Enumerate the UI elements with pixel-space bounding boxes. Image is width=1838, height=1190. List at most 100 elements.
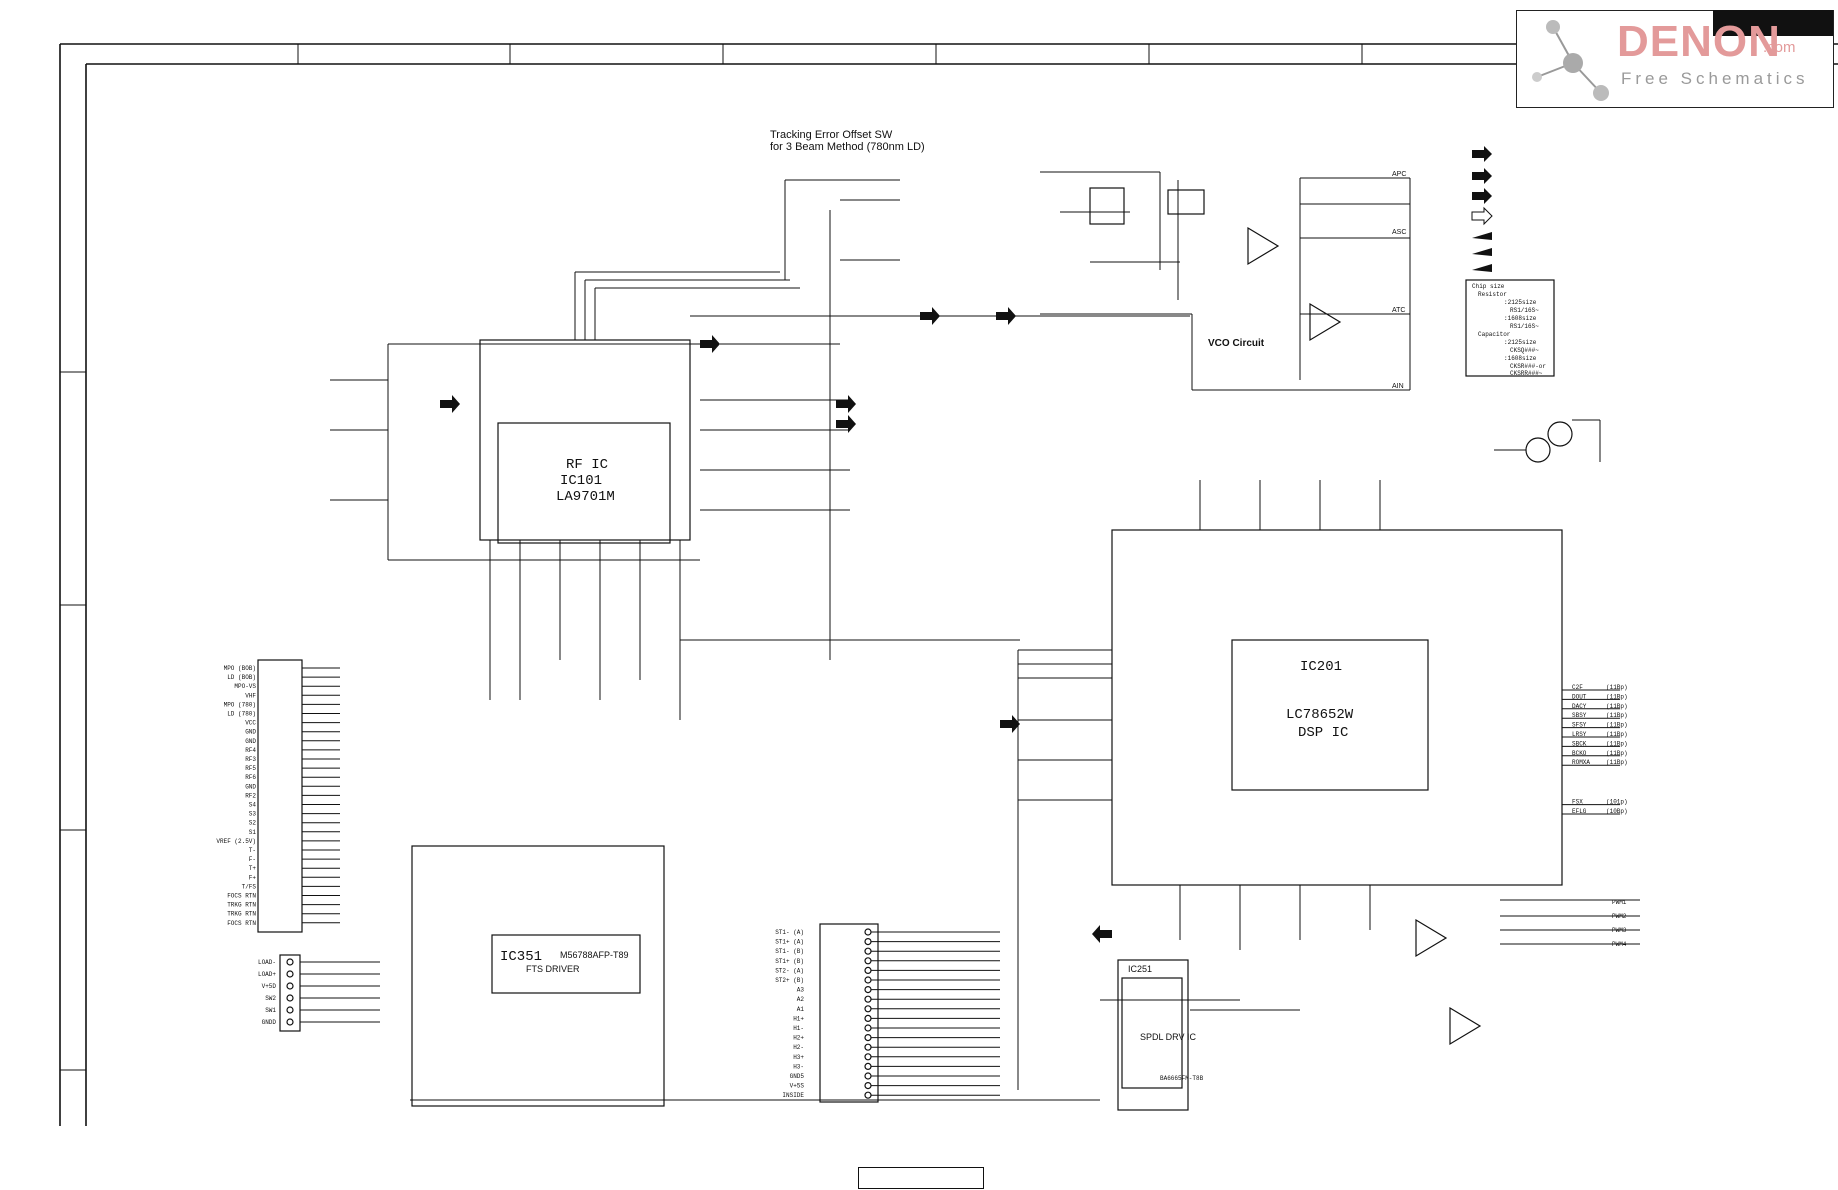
left-connector-pin-label: S4 <box>249 802 257 809</box>
left-connector-pin-label: MPO (BOB) <box>224 665 256 672</box>
right-connector-pin <box>864 985 872 994</box>
right-connector-pin <box>864 1062 872 1071</box>
dsp-ic-name: LC78652W <box>1286 707 1354 723</box>
load-connector-pin <box>286 994 294 1002</box>
dsp-output-note: (11Bp) <box>1606 712 1628 719</box>
dsp-output-note: (11Bp) <box>1606 740 1628 747</box>
dsp-output-label: SBSY <box>1572 712 1587 719</box>
left-connector-pin-label: RF5 <box>245 765 256 772</box>
dsp-output-label: C2F <box>1572 684 1583 691</box>
left-connector-pin-label: LD (780) <box>227 711 256 718</box>
right-connector-pin-label: H2- <box>793 1044 804 1051</box>
right-connector-pin-label: ST2- (A) <box>775 967 804 974</box>
rf-ic-ref: IC101 <box>560 473 602 489</box>
right-connector-pin <box>864 1033 872 1042</box>
dsp-output-note: (11Bp) <box>1606 703 1628 710</box>
page-number-box <box>858 1167 984 1189</box>
left-connector-pin-label: S3 <box>249 811 257 818</box>
left-connector-pin-label: F- <box>249 856 256 863</box>
dsp-output-label: DOUT <box>1572 693 1587 700</box>
apc-label: APC <box>1392 171 1406 178</box>
right-connector-pin <box>864 1053 872 1061</box>
legend-r2: RS1/16S~ <box>1510 307 1539 314</box>
load-connector-pin-label: V+5D <box>262 983 277 990</box>
spdl-ic-name: BA6665FM-T8B <box>1160 1075 1204 1082</box>
left-connector-pin-label: T/FS <box>242 883 257 890</box>
load-connector-pin <box>286 958 294 966</box>
dsp-output-note: (11Bp) <box>1606 722 1628 729</box>
right-connector-pin <box>864 957 872 965</box>
load-connector-pin <box>286 970 294 978</box>
legend-c5: CKSRR###~ <box>1510 370 1543 377</box>
right-connector-pin-label: V+5S <box>790 1083 805 1090</box>
spdl-ic-ref: IC251 <box>1128 964 1152 974</box>
right-connector-pin-label: H3- <box>793 1063 804 1070</box>
right-connector-pin-label: A3 <box>797 987 805 994</box>
left-connector-pin-label: VHF <box>245 692 256 699</box>
sheet-frame <box>59 43 1838 1126</box>
right-connector-pin <box>864 1091 872 1099</box>
load-connector-pin-label: LOAD- <box>258 959 276 966</box>
right-connector-pin <box>864 995 872 1003</box>
legend-r1: :2125size <box>1504 299 1537 306</box>
legend-resistor: Resistor <box>1478 291 1507 298</box>
right-connector: ST1- (A)ST1+ (A)ST1- (B)ST1+ (B)ST2- (A)… <box>775 923 1000 1103</box>
asc-label: ASC <box>1392 229 1406 236</box>
rf-ic-name: LA9701M <box>556 489 615 505</box>
right-connector-pin-label: ST1+ (B) <box>775 958 804 965</box>
vco-title: VCO Circuit <box>1208 338 1265 349</box>
left-connector-pin-label: VCC <box>245 720 256 727</box>
left-connector-pin-label: S2 <box>249 820 257 827</box>
rf-ic-block: RF IC IC101 LA9701M <box>479 339 691 544</box>
dsp-output-label: SBCK <box>1572 740 1587 747</box>
dsp-output-label: LRSY <box>1572 731 1587 738</box>
right-connector-pin-label: ST1+ (A) <box>775 939 804 946</box>
dsp-output-note: (11Bp) <box>1606 684 1628 691</box>
right-connector-pin-label: H1- <box>793 1025 804 1032</box>
left-connector-pin-label: GND <box>245 729 256 736</box>
tracking-title-line1: Tracking Error Offset SW <box>770 129 893 141</box>
legend-c4: CKSR###-or <box>1510 363 1546 370</box>
dsp-ic-block: IC201 LC78652W DSP IC <box>1111 529 1563 886</box>
dsp-output-label: DACY <box>1572 703 1587 710</box>
right-connector-pin <box>864 1072 872 1080</box>
legend-r3: :1608size <box>1504 315 1537 322</box>
right-connector-pin-label: H2+ <box>793 1035 804 1042</box>
logo-black-tab <box>1713 10 1833 36</box>
dsp-output-note: (11Bp) <box>1606 750 1628 757</box>
ain-label: AIN <box>1392 383 1404 390</box>
right-connector-pin <box>864 947 872 955</box>
fts-ic-name: M56788AFP-T89 <box>560 950 629 960</box>
right-connector-pin-label: A1 <box>797 1006 805 1013</box>
left-connector-pin-label: RF6 <box>245 774 256 781</box>
dsp-output-label: BCKO <box>1572 750 1587 757</box>
dsp-output-label: FSX <box>1572 799 1583 806</box>
spdl-ic-type: SPDL DRV IC <box>1140 1032 1197 1042</box>
right-connector-pin-label: ST1- (B) <box>775 948 804 955</box>
rf-area-wiring <box>330 179 1190 720</box>
dsp-ic-type: DSP IC <box>1298 725 1348 741</box>
legend-c1: :2125size <box>1504 339 1537 346</box>
pwm-label: PWM1 <box>1612 899 1627 906</box>
left-connector-pin-label: S1 <box>249 829 257 836</box>
dsp-output-note: (11Bp) <box>1606 731 1628 738</box>
right-connector-pin <box>864 937 872 946</box>
legend-c3: :1608size <box>1504 355 1537 362</box>
tracking-title-line2: for 3 Beam Method (780nm LD) <box>770 141 925 153</box>
right-connector-pin <box>864 1014 872 1023</box>
left-connector-pin-label: RF3 <box>245 756 256 763</box>
right-connector-pin-label: INSIDE <box>782 1092 804 1099</box>
vco-wiring <box>1040 171 1411 391</box>
logo-word: DENON <box>1617 17 1781 66</box>
left-connector-pin-label: MPO (780) <box>224 701 256 708</box>
left-connector-pin-label: F+ <box>249 874 257 881</box>
right-connector-pin-label: H1+ <box>793 1015 804 1022</box>
load-connector-pin <box>286 1006 294 1014</box>
dsp-output-note: (10Bp) <box>1606 808 1628 815</box>
molecule-icon <box>1532 20 1609 101</box>
left-connector-pin-label: FOCS RTN <box>227 920 256 927</box>
dsp-output-note: (11Bp) <box>1606 759 1628 766</box>
dsp-outputs: C2F (11Bp) DOUT (11Bp) DACY (11Bp) SBSY (11Bp) S… <box>1562 684 1628 948</box>
right-connector-pin-label: A2 <box>797 996 805 1003</box>
dsp-output-note: (101p) <box>1606 799 1628 806</box>
